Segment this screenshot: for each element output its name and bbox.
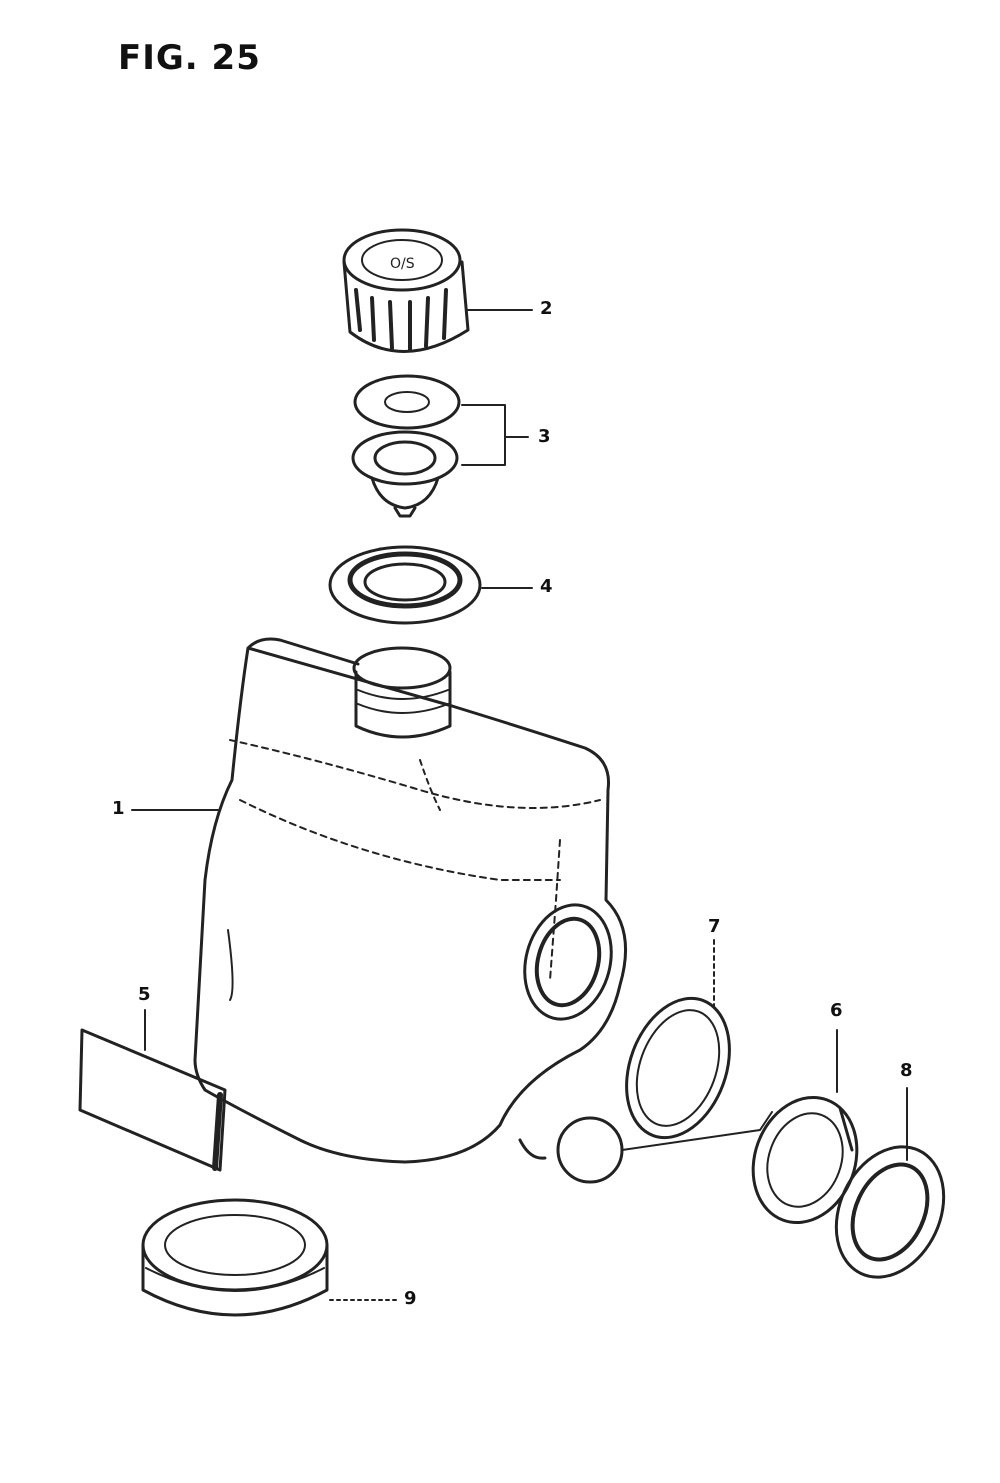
- svg-text:O/S: O/S: [390, 256, 415, 272]
- callout-6: 6: [830, 1000, 843, 1021]
- gauge-ring: [834, 1145, 946, 1279]
- callout-3: 3: [538, 426, 551, 447]
- callout-9: 9: [404, 1288, 417, 1309]
- mounting-cushion: [141, 1198, 329, 1317]
- callout-5: 5: [138, 984, 151, 1005]
- level-gauge: [556, 1095, 859, 1225]
- leader-lines: [131, 309, 908, 1301]
- oil-tank: [193, 637, 627, 1164]
- callout-8: 8: [900, 1060, 913, 1081]
- cap-seals: [351, 374, 461, 518]
- callout-7: 7: [708, 916, 721, 937]
- neck-grommet: [328, 545, 482, 625]
- callout-1: 1: [112, 798, 125, 819]
- filler-cap: O/S: [342, 228, 470, 353]
- label-pad: [78, 1028, 227, 1172]
- callout-4: 4: [540, 576, 553, 597]
- figure-title: FIG. 25: [118, 38, 261, 78]
- callout-2: 2: [540, 298, 553, 319]
- gauge-gasket: [625, 996, 731, 1140]
